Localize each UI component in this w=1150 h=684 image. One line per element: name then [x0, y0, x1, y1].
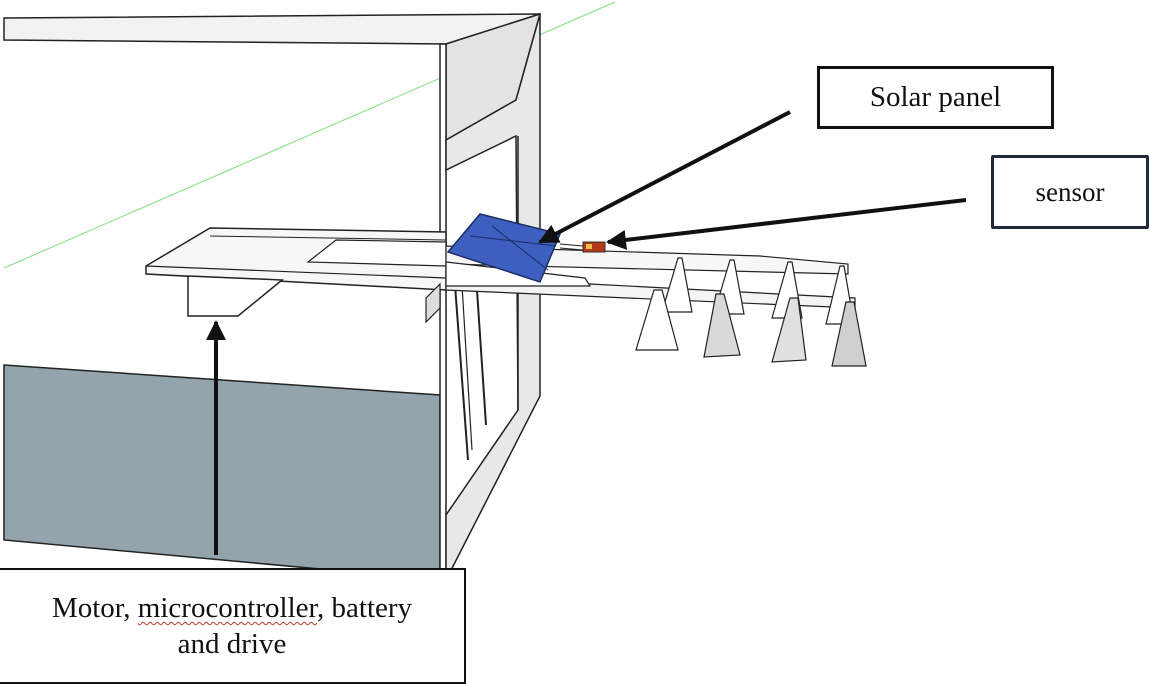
support-rod	[476, 289, 487, 426]
sensor-rail	[559, 243, 584, 247]
sensor-window	[586, 244, 592, 249]
motor-label-text: Motor, microcontroller, battery and driv…	[52, 590, 412, 662]
rail-slot	[306, 239, 447, 267]
arrow-icon	[606, 198, 967, 250]
solar-panel-line	[469, 235, 557, 247]
water-tank	[3, 364, 441, 581]
motor-label-part: microcontroller	[137, 592, 318, 624]
rail-flap	[425, 282, 441, 324]
support-rod	[454, 284, 469, 461]
frame-post-inner	[439, 43, 447, 581]
nozzle	[635, 289, 679, 351]
motor-label: Motor, microcontroller, battery and driv…	[0, 568, 466, 684]
motor-label-part: Motor,	[51, 592, 138, 624]
solar-panel	[446, 213, 562, 283]
nozzle	[771, 297, 807, 363]
sensor-label: sensor	[991, 155, 1149, 229]
nozzle	[831, 301, 867, 367]
frame-post-side	[445, 13, 541, 581]
motor-label-part: , battery	[317, 592, 413, 624]
solar-panel-label: Solar panel	[817, 66, 1054, 129]
sensor-rail	[559, 247, 584, 251]
nozzle-row-lower	[635, 289, 867, 367]
rail-edge	[145, 265, 447, 279]
solar-panel-line	[491, 225, 549, 271]
motor-label-line2: and drive	[177, 628, 287, 660]
rail-edge	[209, 235, 447, 241]
arrow-icon	[538, 110, 791, 244]
motor-box	[187, 275, 284, 317]
sensor	[582, 241, 606, 253]
nozzle	[661, 257, 693, 313]
support-rod	[461, 284, 473, 451]
nozzle	[703, 293, 741, 358]
